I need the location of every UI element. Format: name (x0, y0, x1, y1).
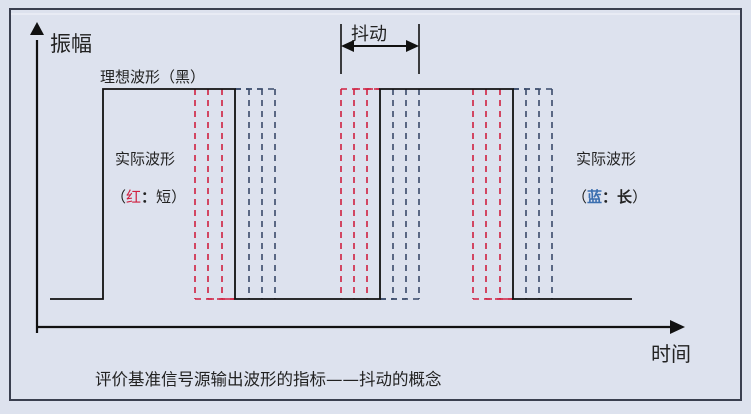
jitter-edges (194, 88, 553, 300)
paren-open: （ (111, 188, 127, 206)
ideal-waveform (50, 88, 632, 300)
y-axis-arrow-icon (30, 22, 44, 35)
diagram-frame (9, 8, 742, 401)
caption: 评价基准信号源输出波形的指标——抖动的概念 (95, 370, 442, 389)
paren-open: （ (572, 188, 588, 206)
red-color-word: 红 (126, 188, 142, 206)
separator: ： (141, 188, 157, 206)
ideal-waveform-label: 理想波形（黑） (100, 68, 206, 86)
y-axis (30, 22, 44, 333)
jitter-span-marker (340, 24, 420, 74)
arrow-right-icon (406, 40, 419, 52)
long-word: 长 (617, 188, 633, 206)
jitter-label: 抖动 (351, 24, 387, 45)
short-word: 短 (156, 188, 172, 206)
separator: ： (602, 188, 618, 206)
x-axis-label: 时间 (651, 342, 691, 366)
paren-close: ） (632, 188, 648, 206)
arrow-left-icon (341, 40, 354, 52)
blue-color-word: 蓝 (587, 188, 603, 206)
paren-close: ） (171, 188, 187, 206)
actual-waveform-right-label: 实际波形 (576, 150, 637, 168)
long-jitter-legend: （蓝：长） (572, 186, 647, 207)
x-axis (36, 320, 685, 334)
short-jitter-legend: （红：短） (111, 186, 186, 207)
y-axis-label: 振幅 (50, 32, 92, 56)
actual-waveform-left-label: 实际波形 (115, 150, 176, 168)
x-axis-arrow-icon (670, 320, 685, 334)
